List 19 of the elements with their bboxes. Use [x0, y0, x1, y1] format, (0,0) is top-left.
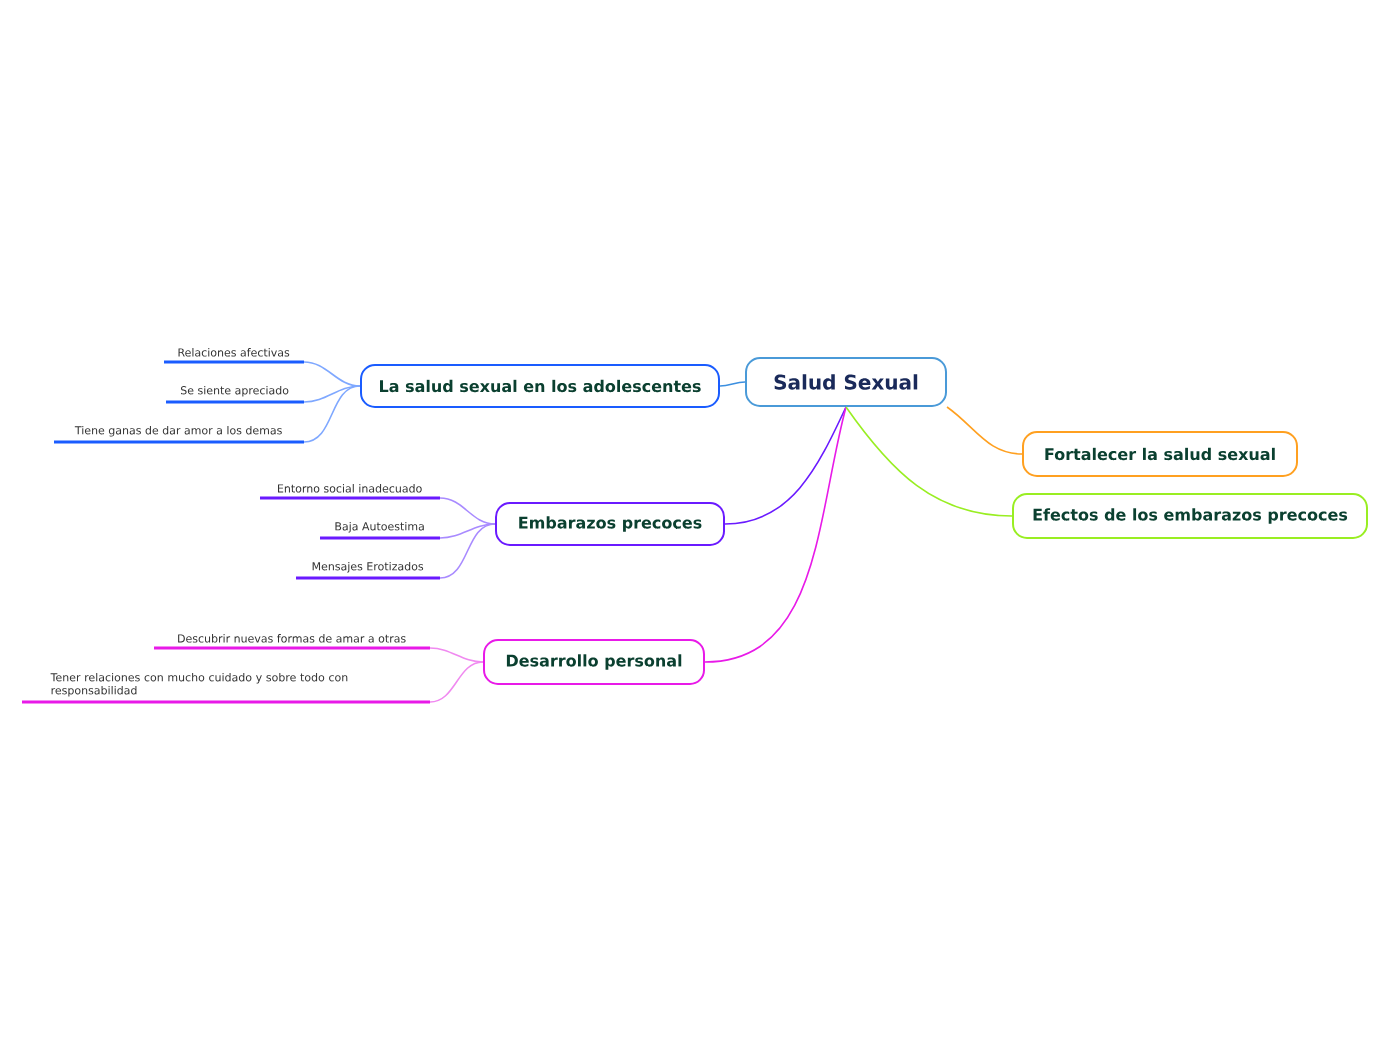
- connector: [429, 647, 484, 663]
- connector: [719, 381, 746, 387]
- connector: [303, 361, 361, 387]
- connector: [429, 661, 484, 703]
- connector: [439, 523, 496, 579]
- topic-box: Embarazos precoces: [495, 502, 725, 546]
- topic-box: La salud sexual en los adolescentes: [360, 364, 720, 408]
- connector: [439, 497, 496, 525]
- topic-box: Efectos de los embarazos precoces: [1012, 493, 1368, 539]
- connector: [724, 406, 847, 525]
- connector: [704, 406, 847, 663]
- topic-box: Desarrollo personal: [483, 639, 705, 685]
- connector: [946, 406, 1023, 455]
- topic-box: Fortalecer la salud sexual: [1022, 431, 1298, 477]
- connector: [845, 406, 1013, 517]
- connector: [303, 385, 361, 443]
- topic-box: Salud Sexual: [745, 357, 947, 407]
- connector: [303, 385, 361, 403]
- connector: [439, 523, 496, 539]
